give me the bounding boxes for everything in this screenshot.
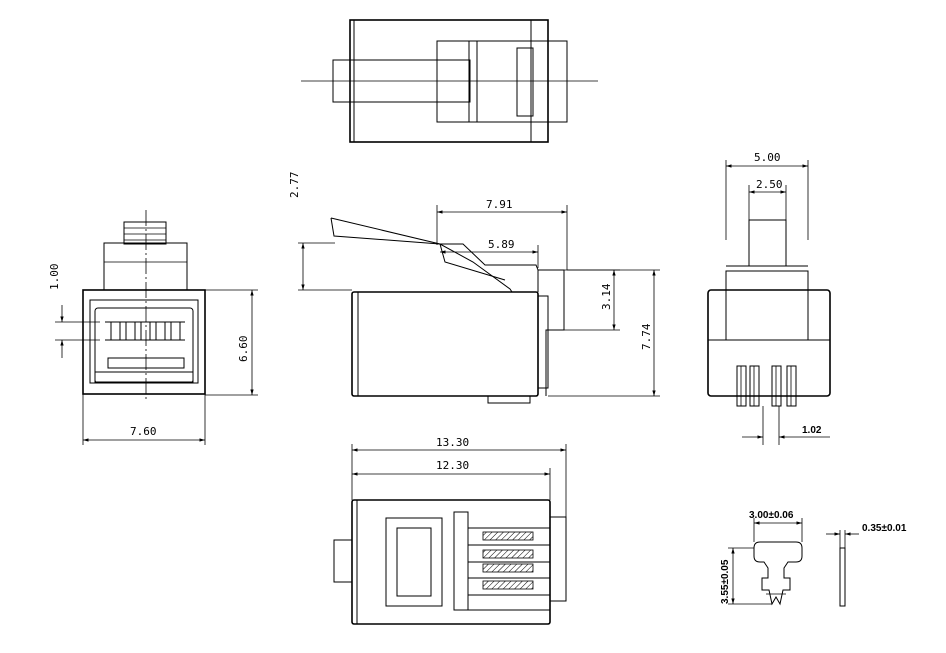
dim-end-width: 5.00 — [754, 151, 781, 164]
dim-side-latch-length: 5.89 — [488, 238, 515, 251]
dim-side-top-length: 7.91 — [486, 198, 513, 211]
dim-front-width: 7.60 — [130, 425, 157, 438]
dim-bottom-body-length: 12.30 — [436, 459, 469, 472]
dim-contact-thickness: 0.35±0.01 — [862, 523, 907, 534]
dim-side-latch-height: 2.77 — [288, 172, 301, 199]
bottom-view — [333, 444, 567, 625]
dim-contact-height: 3.55±0.05 — [720, 559, 731, 604]
top-view — [301, 19, 598, 143]
dim-contact-width: 3.00±0.06 — [749, 510, 794, 521]
dim-pin-pitch: 1.02 — [802, 425, 822, 436]
side-view — [298, 205, 660, 404]
dim-front-height: 6.60 — [237, 336, 250, 363]
dim-side-total-height: 7.74 — [640, 323, 653, 350]
dim-end-slot-width: 2.50 — [756, 178, 783, 191]
front-view — [55, 210, 258, 445]
dim-side-step-height: 3.14 — [600, 283, 613, 310]
dim-bottom-total-length: 13.30 — [436, 436, 469, 449]
end-view — [707, 160, 831, 445]
contact-detail — [728, 518, 859, 607]
dim-front-height-1: 1.00 — [48, 264, 61, 291]
